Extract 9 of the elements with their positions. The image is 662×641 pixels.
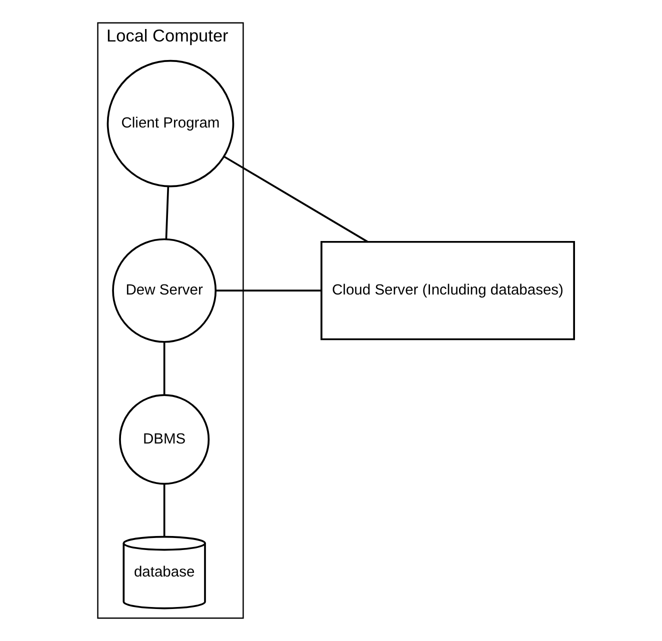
connector	[165, 186, 170, 239]
connector	[216, 290, 322, 292]
connector	[163, 484, 166, 536]
node-circle: Dew Server	[112, 238, 217, 343]
connector	[163, 342, 166, 396]
node-circle: DBMS	[119, 394, 210, 485]
node-circle: Client Program	[106, 60, 234, 188]
connector	[223, 156, 368, 243]
node-box: Cloud Server (Including databases)	[320, 240, 575, 340]
